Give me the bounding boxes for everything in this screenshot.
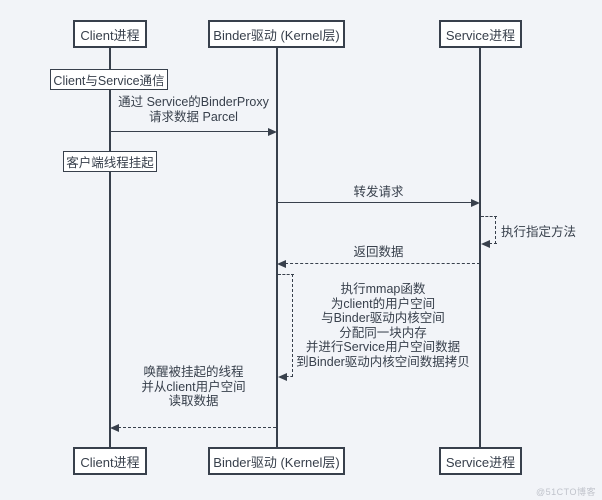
note-communication-label: Client与Service通信: [53, 74, 165, 88]
watermark: @51CTO博客: [536, 487, 596, 497]
message-request-line: [110, 131, 269, 132]
actor-service-bottom: Service进程: [439, 447, 522, 475]
lifeline-service: [479, 48, 481, 447]
actor-client-bottom: Client进程: [73, 447, 147, 475]
message-request-text: 通过 Service的BinderProxy 请求数据 Parcel: [118, 95, 269, 124]
note-suspend: 客户端线程挂起: [63, 151, 157, 172]
execute-loop-bottom: [489, 243, 497, 244]
message-forward-line: [277, 202, 472, 203]
actor-service-label: Service进程: [445, 454, 516, 470]
execute-loop-top: [481, 216, 497, 217]
actor-service-top: Service进程: [439, 20, 522, 48]
actor-binder-top: Binder驱动 (Kernel层): [208, 20, 345, 48]
arrowhead-right-icon: [268, 128, 277, 136]
message-return-text: 返回数据: [353, 245, 404, 259]
actor-service-label: Service进程: [445, 27, 516, 43]
mmap-loop-bottom: [286, 376, 293, 377]
mmap-loop-top: [278, 274, 294, 275]
actor-binder-label: Binder驱动 (Kernel层): [213, 27, 340, 43]
message-wakeup-text: 唤醒被挂起的线程 并从client用户空间 读取数据: [141, 365, 246, 408]
arrowhead-left-icon: [481, 240, 490, 248]
note-communication: Client与Service通信: [50, 69, 168, 90]
actor-client-top: Client进程: [73, 20, 147, 48]
lifeline-client: [109, 48, 111, 447]
lifeline-binder: [276, 48, 278, 447]
message-execute-label: 执行指定方法: [501, 225, 577, 239]
arrowhead-left-icon: [110, 424, 119, 432]
actor-client-label: Client进程: [80, 454, 140, 470]
actor-client-label: Client进程: [80, 27, 140, 43]
actor-binder-label: Binder驱动 (Kernel层): [213, 454, 340, 470]
message-forward-text: 转发请求: [353, 185, 404, 199]
actor-binder-bottom: Binder驱动 (Kernel层): [208, 447, 345, 475]
message-wakeup-line: [118, 427, 276, 428]
message-mmap-text: 执行mmap函数 为client的用户空间 与Binder驱动内核空间 分配同一…: [296, 282, 470, 369]
execute-loop-side: [495, 216, 496, 244]
arrowhead-right-icon: [471, 199, 480, 207]
arrowhead-left-icon: [278, 373, 287, 381]
note-suspend-label: 客户端线程挂起: [66, 156, 154, 170]
message-return-line: [285, 263, 480, 264]
mmap-loop-side: [292, 274, 293, 377]
arrowhead-left-icon: [277, 260, 286, 268]
